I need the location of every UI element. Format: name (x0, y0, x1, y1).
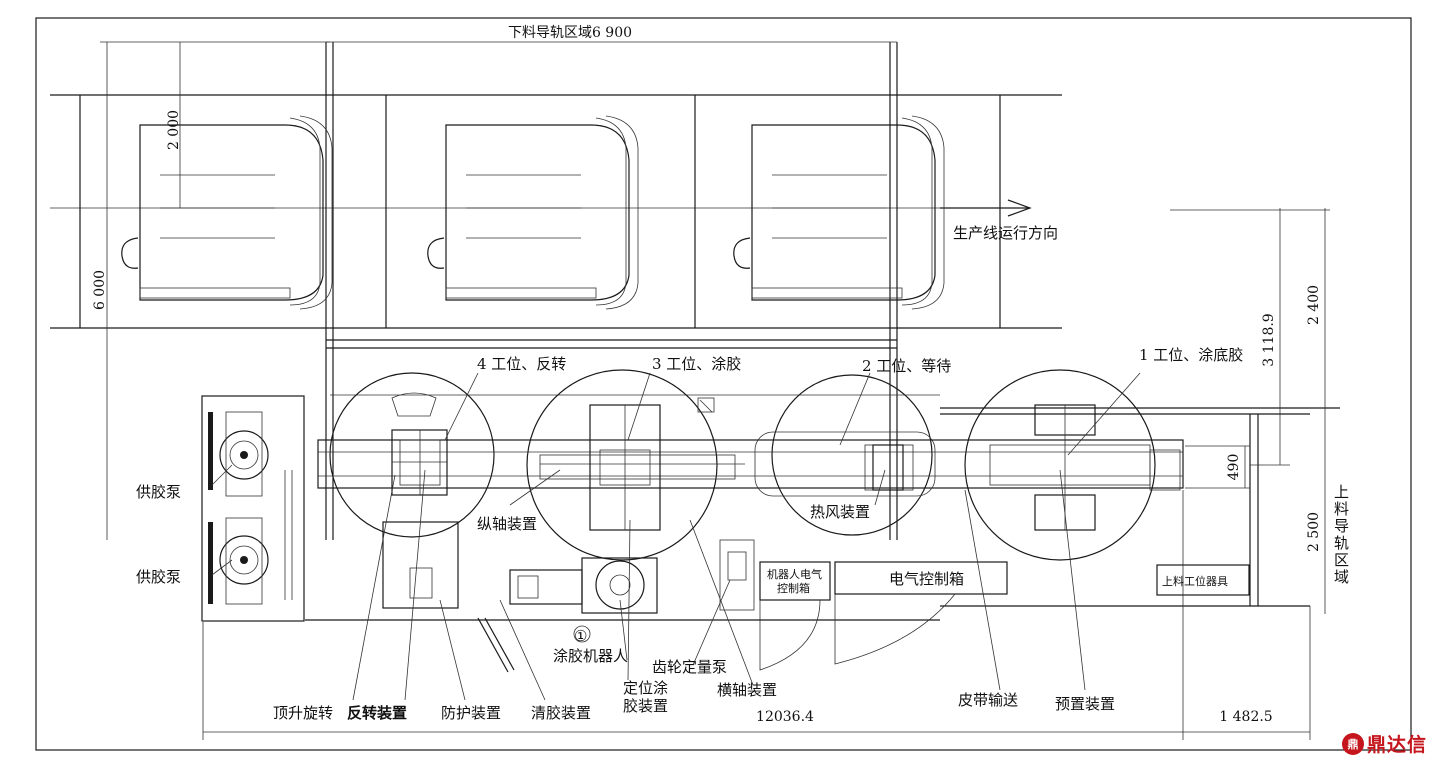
flip-device-body (391, 429, 448, 496)
production-line (201, 369, 1340, 740)
station-3-label: 3 工位、涂胶 (652, 355, 741, 373)
station-1-label: 1 工位、涂底胶 (1139, 346, 1243, 364)
left-dimensions (100, 41, 330, 540)
positioning-label-1: 定位涂 (623, 679, 668, 697)
gear-pump-body (719, 539, 755, 611)
cross-axis-label: 横轴装置 (717, 681, 777, 699)
main-conveyor (317, 439, 1184, 489)
station-2-label: 2 工位、等待 (862, 357, 951, 375)
svg-text:区: 区 (1334, 551, 1349, 569)
dimension-490: 490 (1226, 454, 1242, 481)
unload-rail-dimension: 下料导轨区域6 900 (508, 25, 632, 41)
gear-pump-label: 齿轮定量泵 (652, 658, 727, 676)
dimension-12036: 12036.4 (756, 709, 814, 725)
leader-lines (211, 372, 1141, 701)
station-4-circle (329, 372, 495, 538)
glue-robot-arm (509, 569, 583, 605)
callout-one: ① (574, 627, 587, 645)
loading-rail-vertical-label: 上 料 导 轨 区 域 (1334, 483, 1349, 586)
unload-area (50, 41, 1330, 540)
right-dimensions (1185, 208, 1326, 614)
electric-control-box (834, 561, 1008, 595)
dimension-2500: 2 500 (1306, 512, 1322, 552)
vehicle-outline (427, 115, 639, 310)
direction-label: 生产线运行方向 (953, 224, 1058, 242)
robot-control-box (759, 561, 831, 601)
vehicle-outline (121, 115, 333, 310)
hot-air-label: 热风装置 (810, 503, 870, 521)
positioning-label-2: 胶装置 (623, 697, 668, 715)
station-2-circle (771, 374, 933, 536)
dimension-3118: 3 118.9 (1261, 313, 1277, 366)
station-4-label: 4 工位、反转 (477, 355, 566, 373)
vehicle-outlines (121, 115, 945, 310)
station-1-circle (964, 369, 1156, 561)
cleaner-label: 清胶装置 (531, 704, 591, 722)
svg-text:域: 域 (1334, 568, 1349, 586)
dimension-2000: 2 000 (166, 110, 182, 150)
belt-label: 皮带输送 (958, 691, 1018, 709)
loading-fixture-label: 上料工位器具 (1162, 574, 1228, 588)
watermark-text: 鼎达信 (1366, 734, 1427, 756)
loading-fixture-box (1156, 564, 1250, 596)
station-3-circle (526, 369, 718, 561)
lift-rotate-label: 顶升旋转 (273, 704, 333, 722)
robot-box-label-2: 控制箱 (777, 581, 810, 595)
electric-box-label: 电气控制箱 (889, 570, 964, 588)
svg-text:导: 导 (1334, 517, 1349, 535)
glue-pump-label-1: 供胶泵 (136, 483, 181, 501)
vehicle-outline (733, 115, 945, 310)
guard-label: 防护装置 (441, 704, 501, 722)
glue-robot-base (581, 557, 658, 614)
dimension-2400: 2 400 (1306, 285, 1322, 325)
drawing-frame (35, 17, 1412, 751)
ding-icon: 鼎 (1341, 732, 1364, 755)
flip-device-label: 反转装置 (347, 704, 407, 722)
dimension-1482: 1 482.5 (1219, 709, 1272, 725)
svg-text:上: 上 (1334, 483, 1349, 501)
glue-pump-label-2: 供胶泵 (136, 568, 181, 586)
glue-robot-label: 涂胶机器人 (553, 647, 628, 665)
pump-frame (201, 395, 305, 622)
robot-box-label-1: 机器人电气 (767, 567, 822, 581)
preset-label: 预置装置 (1055, 695, 1115, 713)
dimension-6000: 6 000 (92, 270, 108, 310)
svg-text:料: 料 (1334, 500, 1349, 518)
svg-text:轨: 轨 (1334, 534, 1349, 552)
watermark: 鼎 鼎达信 (1341, 730, 1427, 757)
long-axis-label: 纵轴装置 (477, 515, 537, 533)
